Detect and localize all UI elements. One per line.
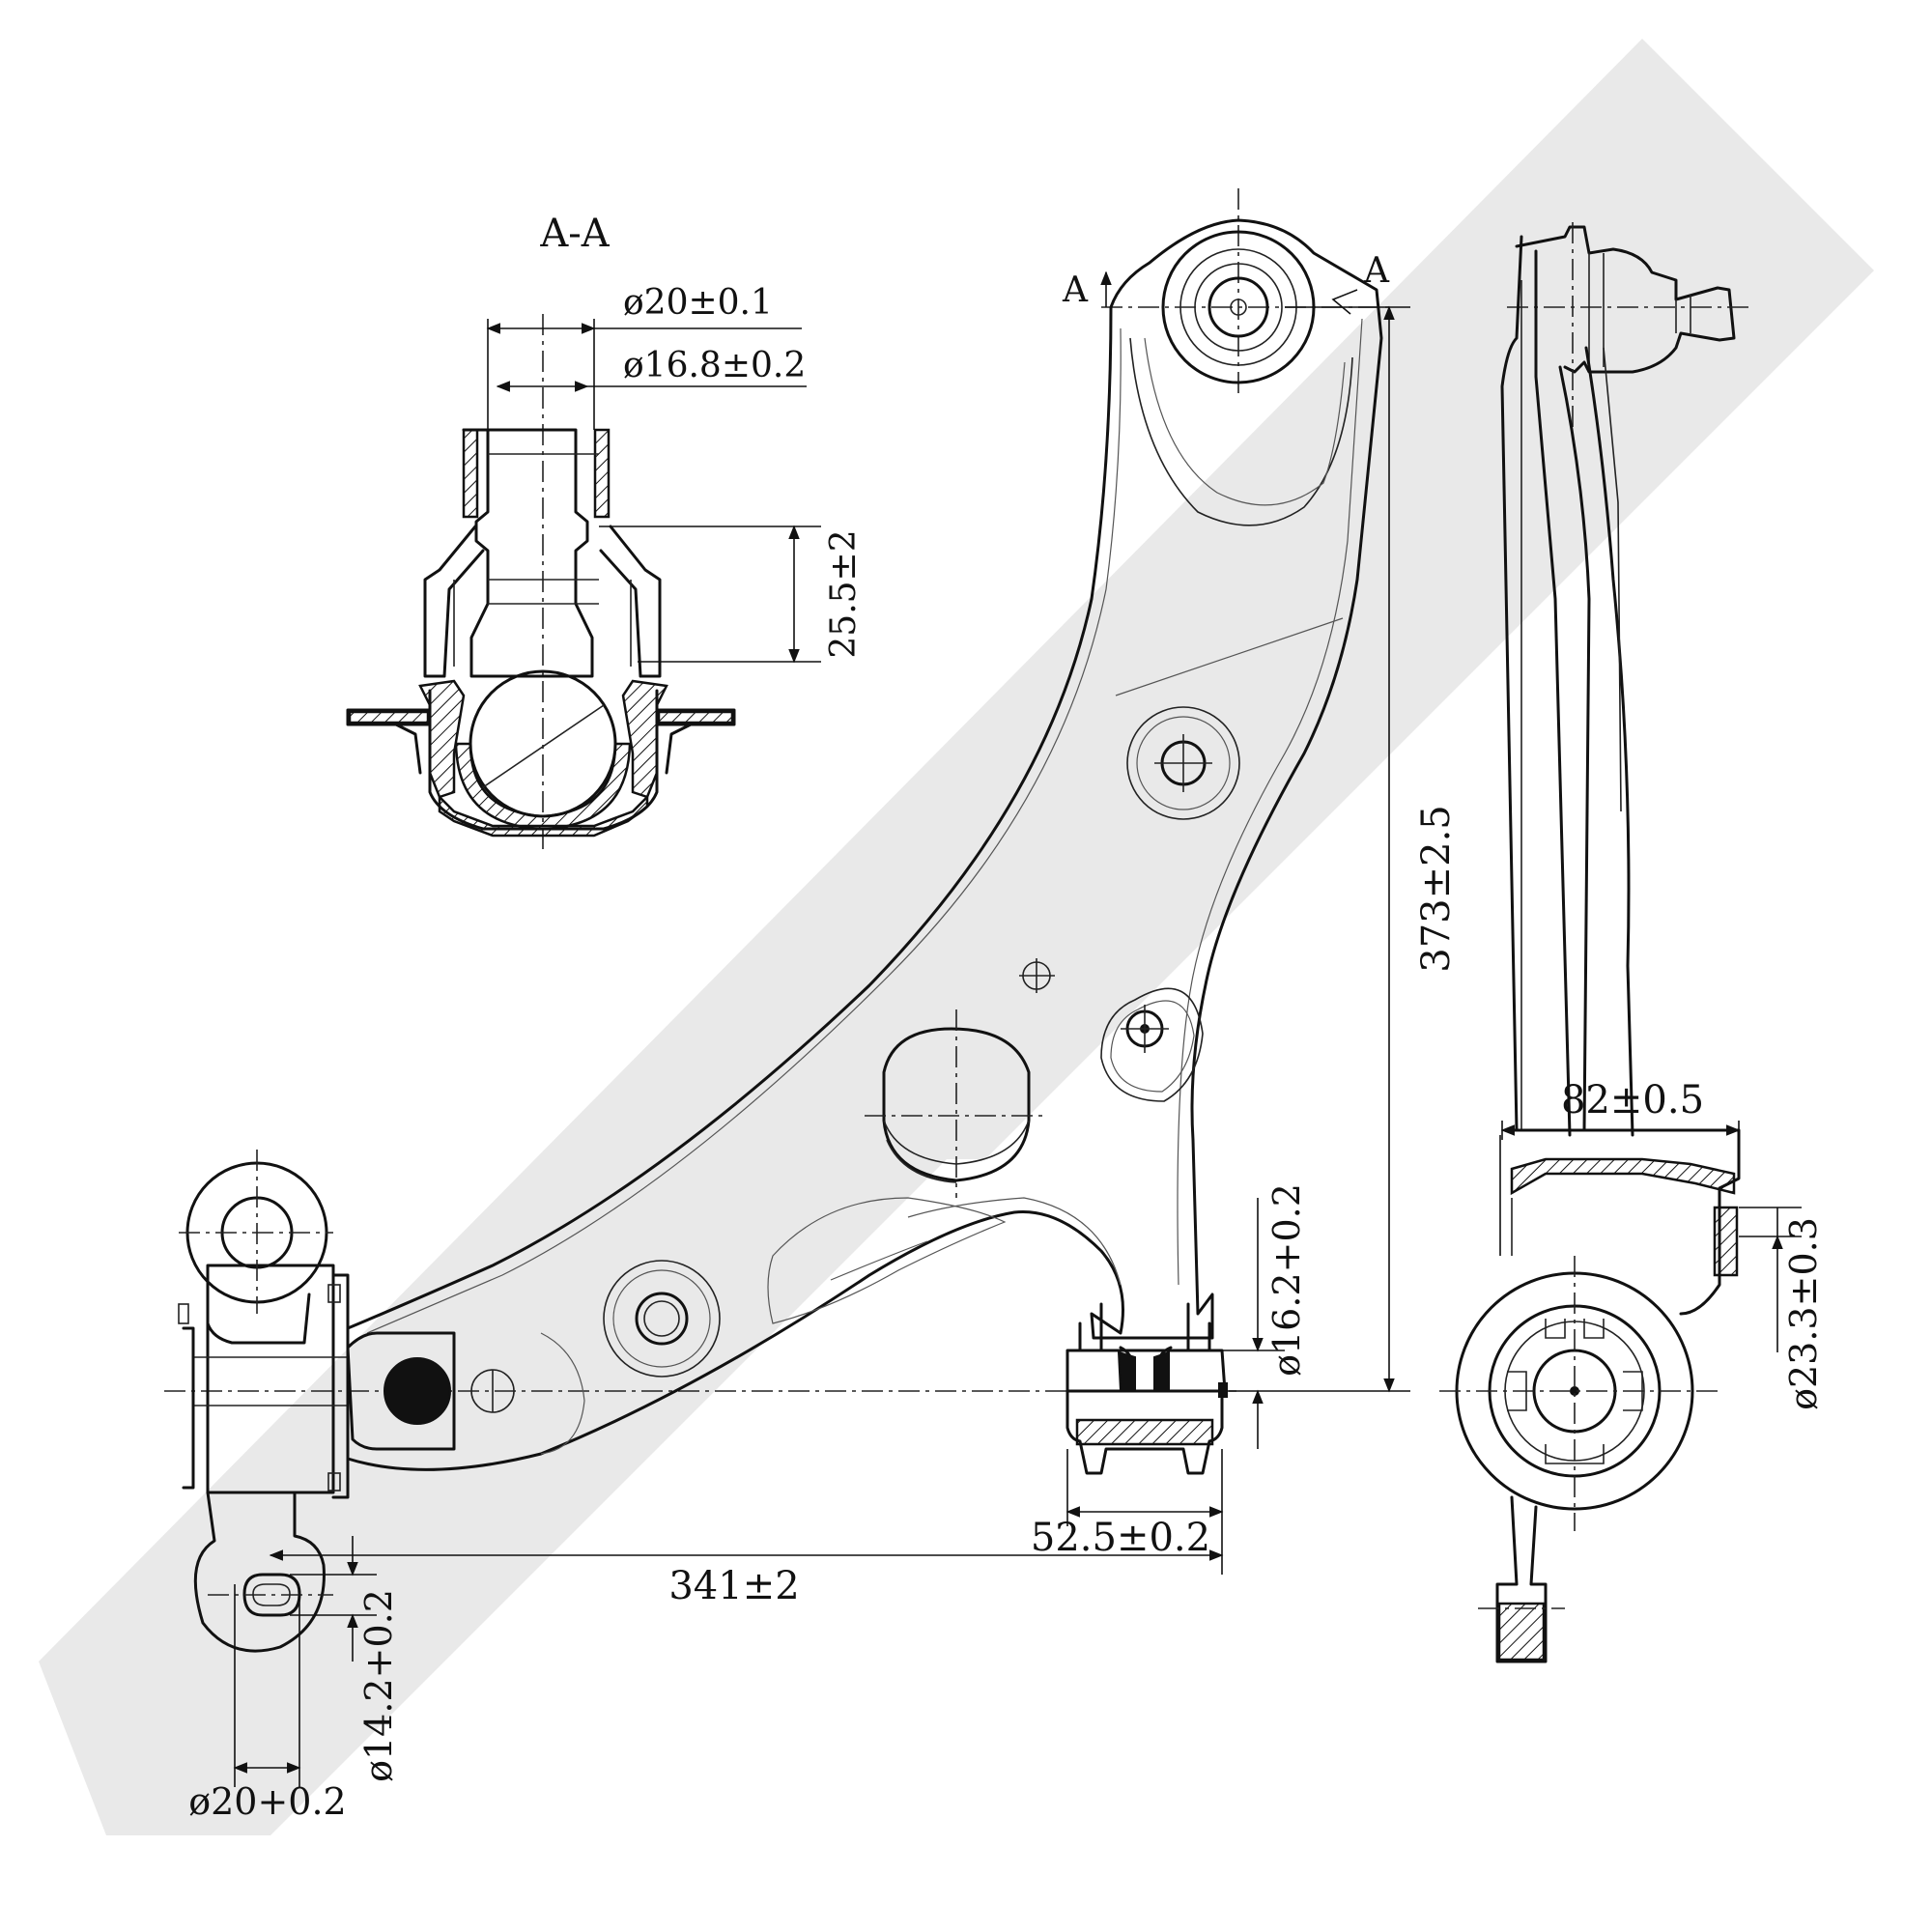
dim-ball-joint-height: 25.5±2	[824, 529, 864, 658]
section-a-a-view: A-A ø20±0.1	[346, 212, 864, 850]
section-mark-left: A	[1062, 270, 1089, 310]
dim-side-width: 82±0.5	[1561, 1078, 1704, 1122]
dim-side-bushing-bore: ø23.3±0.3	[1782, 1217, 1825, 1410]
dim-rear-bushing-bore: ø16.2+0.2	[1265, 1183, 1308, 1377]
control-arm-side-view: 82±0.5 ø23.3±0.3	[1439, 222, 1825, 1663]
section-title: A-A	[539, 212, 610, 256]
dim-length-between-mounts: 341±2	[668, 1564, 799, 1608]
dim-front-mount-outer: ø20+0.2	[188, 1780, 347, 1823]
dim-rear-bushing-width: 52.5±0.2	[1031, 1516, 1210, 1560]
dim-overall-height: 373±2.5	[1414, 805, 1459, 972]
control-arm-plan-view: A A	[164, 188, 1459, 1823]
dim-front-mount-bore: ø14.2+0.2	[357, 1589, 400, 1782]
dim-ball-stud-outer: ø20±0.1	[623, 283, 773, 323]
dim-ball-stud-inner: ø16.8±0.2	[623, 346, 806, 385]
watermark-logo	[39, 39, 1874, 1835]
